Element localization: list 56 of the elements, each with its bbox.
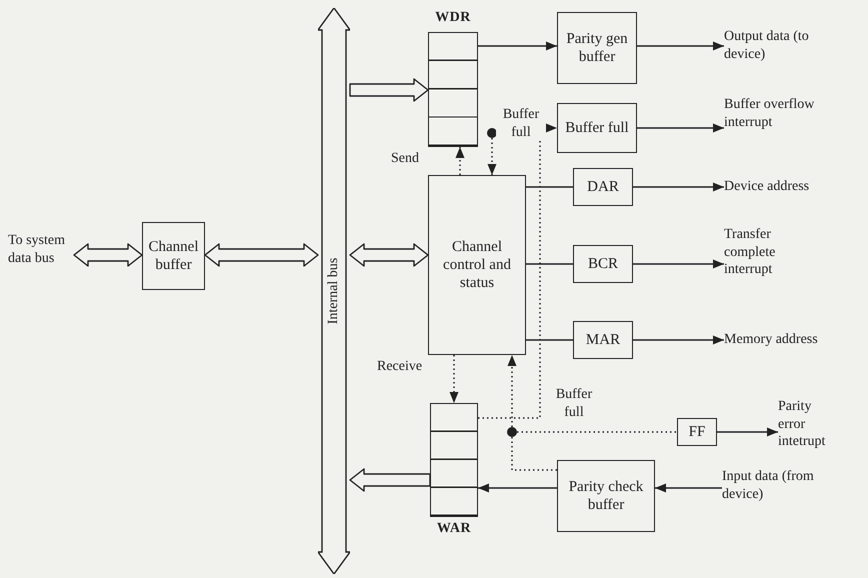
- connector-line: [526, 186, 573, 188]
- arrow: [633, 260, 724, 268]
- signal-line: [511, 437, 557, 471]
- signal-line: [456, 147, 464, 175]
- arrow: [633, 336, 724, 344]
- signal-line: [517, 431, 677, 433]
- box-text: Buffer full: [565, 119, 629, 137]
- junction-dot: [507, 427, 517, 437]
- block-box: [677, 418, 717, 446]
- arrow: [637, 42, 724, 50]
- block-box: [557, 460, 655, 532]
- connector-line: [526, 339, 573, 341]
- bus-arrow: [349, 78, 429, 102]
- block-box: [428, 175, 526, 355]
- arrow: [478, 42, 557, 50]
- box-text: Parity gen buffer: [565, 30, 629, 66]
- box-text: DAR: [587, 178, 619, 196]
- box-text: Parity check buffer: [568, 478, 644, 514]
- block-box: [557, 12, 637, 84]
- register-label: WAR: [436, 521, 472, 537]
- signal-text: Output data (to device): [724, 28, 814, 63]
- arrow: [717, 428, 778, 436]
- arrow: [633, 182, 724, 192]
- box-text: BCR: [588, 255, 618, 273]
- bus-arrow: [349, 243, 429, 267]
- block-box: [557, 103, 637, 153]
- signal-text: Device address: [724, 178, 854, 196]
- signal-text: Parity error intetrupt: [778, 398, 842, 450]
- junction-dot: [487, 128, 497, 138]
- signal-label: Buffer full: [496, 106, 546, 141]
- signal-line: [488, 138, 496, 175]
- bus-arrow: [73, 243, 143, 267]
- block-box: [573, 245, 633, 283]
- register-label: WDR: [434, 10, 472, 26]
- bus-label: Internal bus: [326, 258, 342, 324]
- signal-line: [478, 124, 557, 419]
- arrow: [478, 484, 557, 492]
- bus-arrow: [204, 243, 319, 267]
- box-text: FF: [688, 423, 706, 441]
- signal-text: Memory address: [724, 331, 864, 348]
- box-text: MAR: [586, 331, 620, 349]
- box-text: Channel control and status: [442, 238, 512, 292]
- block-box: [573, 168, 633, 206]
- box-text: Channel buffer: [148, 238, 200, 274]
- bus-arrow: [349, 468, 431, 492]
- arrow: [637, 124, 724, 132]
- signal-text: Buffer overflow interrupt: [724, 96, 848, 131]
- arrow: [655, 484, 722, 492]
- signal-line: [508, 355, 516, 427]
- block-box: [573, 321, 633, 359]
- signal-text: To system data bus: [8, 232, 74, 267]
- block-box: [142, 222, 205, 290]
- signal-line: [450, 355, 458, 403]
- connector-line: [526, 263, 573, 265]
- signal-text: Transfer complete interrupt: [724, 226, 804, 278]
- signal-text: Input data (from device): [722, 468, 848, 503]
